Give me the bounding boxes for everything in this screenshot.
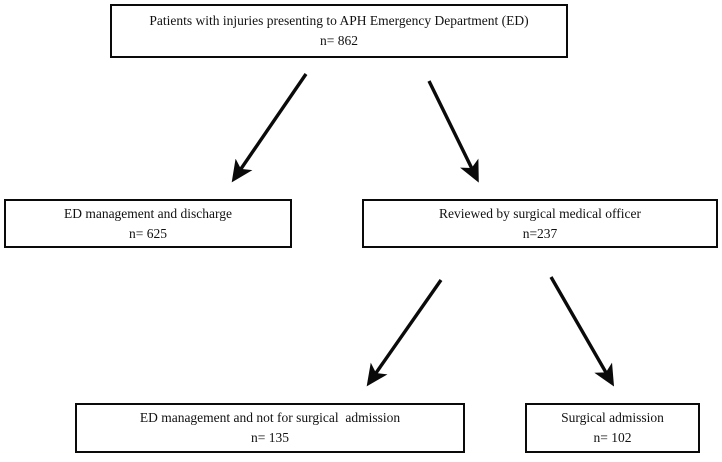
node-ed-total-label: Patients with injuries presenting to APH… [149,13,529,29]
node-no-surgery-label: ED management and not for surgical admis… [139,410,401,426]
arrow-edtotal-to-reviewed [427,80,479,183]
node-surgical-admission: Surgical admission n= 102 [525,403,700,453]
node-ed-discharge: ED management and discharge n= 625 [4,199,292,248]
node-reviewed-count: n=237 [522,225,558,241]
node-ed-total-count: n= 862 [320,33,358,48]
node-ed-total: Patients with injuries presenting to APH… [110,4,568,58]
node-surgical-adm-label: Surgical admission [561,410,664,426]
node-surgical-adm-count: n= 102 [593,430,632,445]
node-ed-discharge-label: ED management and discharge [63,205,233,221]
node-reviewed-label: Reviewed by surgical medical officer [439,205,641,221]
node-no-surgery-count: n= 135 [251,430,289,445]
arrow-reviewed-to-nosurgery [366,279,443,387]
node-ed-discharge-count: n= 625 [129,225,167,241]
node-reviewed-by-surgical-medical-officer: Reviewed by surgical medical officer n=2… [362,199,718,248]
node-ed-management-not-for-surgical-admission: ED management and not for surgical admis… [75,403,465,453]
arrow-edtotal-to-discharge [231,73,308,183]
arrow-reviewed-to-surgicaladmission [549,276,615,387]
